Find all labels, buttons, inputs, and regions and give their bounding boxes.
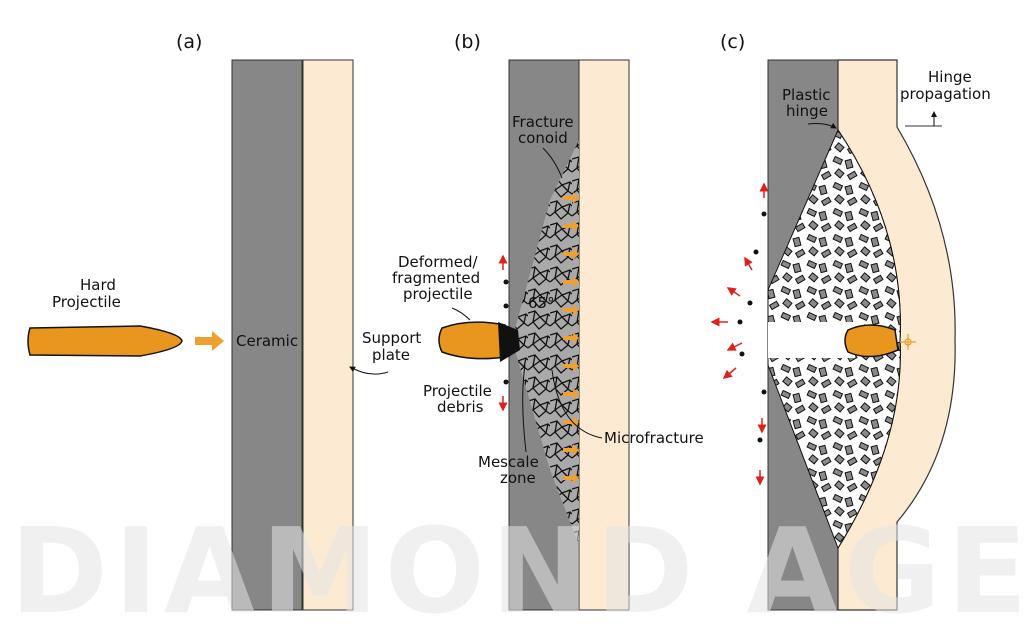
panel-a-label: (a) xyxy=(176,31,202,53)
ceramic-plate xyxy=(231,59,303,611)
support-plate xyxy=(302,59,354,611)
mescale-label-line1: Mescale xyxy=(478,453,539,471)
support-plate xyxy=(578,59,630,611)
debris-label-line1: Projectile xyxy=(423,382,492,400)
fracture-label-line1: Fracture xyxy=(512,113,574,131)
hard-label-line2: Projectile xyxy=(52,293,121,311)
fracture-conoid xyxy=(512,140,579,545)
watermark: DIAMOND AGE xyxy=(10,502,1024,640)
target-icon xyxy=(900,334,916,350)
microfracture-label: Microfracture xyxy=(604,429,704,447)
hard-projectile xyxy=(27,325,183,357)
plastic-hinge-label-line2: hinge xyxy=(786,102,828,120)
debris-label-line2: debris xyxy=(437,398,484,416)
panel-b-label: (b) xyxy=(454,31,481,53)
fracture-label-line2: conoid xyxy=(518,129,568,147)
plastic-hinge-label-line1: Plastic xyxy=(782,86,831,104)
eroded-projectile xyxy=(844,324,899,358)
mescale-label-line2: zone xyxy=(500,469,536,487)
hard-label-line1: Hard xyxy=(80,276,116,294)
hinge-propagation-label-line1: Hinge xyxy=(928,68,972,86)
impact-arrow-icon xyxy=(195,331,224,351)
ceramic-label: Ceramic xyxy=(236,332,298,350)
deformed-label-line2: fragmented xyxy=(392,269,480,287)
stress-arrows xyxy=(563,192,579,484)
deformed-projectile xyxy=(438,321,516,360)
panel-a: (a) Hard Projectile Ceramic Support plat… xyxy=(27,31,421,611)
support-label-line1: Support xyxy=(362,329,421,347)
deformed-label-line1: Deformed/ xyxy=(398,253,479,271)
support-label-line2: plate xyxy=(372,346,410,364)
angle-label: 65° xyxy=(528,294,555,312)
panel-c: (c) Plastic hinge Hinge propagation xyxy=(710,31,991,611)
deformed-label-line3: projectile xyxy=(403,285,473,303)
panel-b: (b) Fracture conoid Deformed/ fragmented… xyxy=(392,31,704,611)
hinge-propagation-label-line2: propagation xyxy=(900,85,991,103)
panel-c-label: (c) xyxy=(720,31,745,53)
debris-arrows xyxy=(710,182,769,486)
